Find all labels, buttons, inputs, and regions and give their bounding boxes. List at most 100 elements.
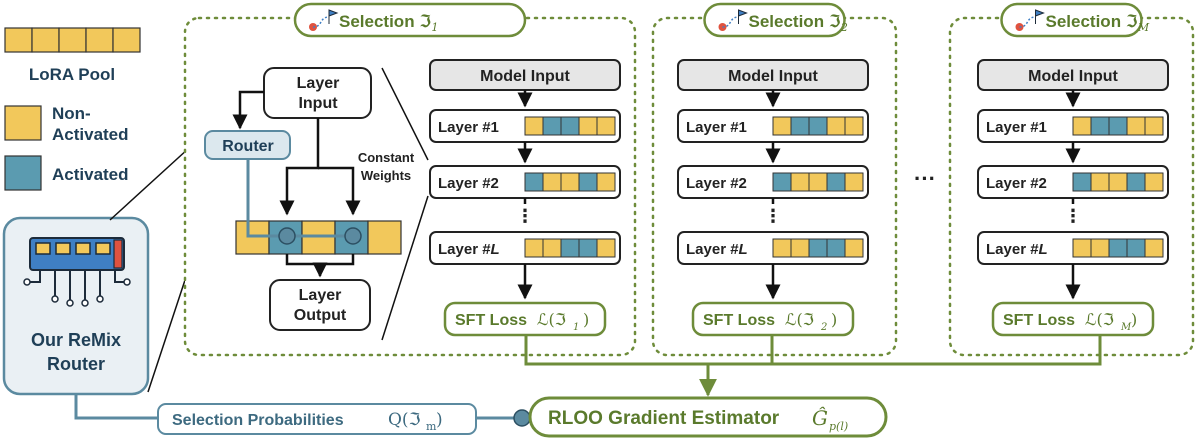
lora-cell (1126, 116, 1146, 136)
layer-label: Layer #1 (438, 119, 499, 136)
lora-cell (1072, 116, 1092, 136)
lora-cell (772, 238, 792, 258)
sft-loss-sub: 1 (573, 322, 579, 333)
router-detail-label: Router (222, 138, 274, 155)
lora-cell (1090, 172, 1110, 192)
lora-cell (560, 116, 580, 136)
router-device-icon (23, 237, 131, 307)
sft-loss-sub: M (1120, 322, 1132, 333)
selection-title-sub: M (1137, 21, 1150, 34)
model-input-label: Model Input (728, 68, 818, 85)
lora-cell (790, 172, 810, 192)
sft-loss-label: SFT Loss (703, 312, 775, 329)
remix-router-panel: Our ReMix Router (2, 216, 150, 396)
lora-cell (560, 172, 580, 192)
lora-cell (542, 172, 562, 192)
layer-label: Layer #L (686, 241, 748, 258)
sft-loss-sub: 2 (820, 322, 827, 333)
selection-title: Selection ℑ (339, 12, 431, 31)
model-input-label: Model Input (1028, 68, 1118, 85)
constant-weights-label-1: Constant (358, 150, 415, 165)
sft-loss-math: ℒ(ℑ (785, 310, 814, 329)
rloo-estimator-box (528, 396, 888, 438)
layer-label: Layer #2 (986, 175, 1047, 192)
lora-pool-icon (4, 27, 141, 53)
lora-cell (524, 172, 544, 192)
layer-row-l: Layer #L (677, 231, 869, 265)
lora-cell (826, 172, 846, 192)
lora-cell (1072, 238, 1092, 258)
lora-cell (596, 238, 616, 258)
lora-cell (1090, 116, 1110, 136)
lora-cell (772, 172, 792, 192)
layer-row-1: Layer #1 (429, 109, 621, 143)
lora-cell (524, 116, 544, 136)
rloo-estimator-label: RLOO Gradient Estimator (548, 408, 780, 429)
lora-cell (844, 172, 864, 192)
lora-cell (542, 238, 562, 258)
layer-row-1: Layer #1 (977, 109, 1169, 143)
sft-loss-box (443, 301, 607, 337)
selection-title-pill (293, 2, 527, 38)
layer-label: Layer #1 (986, 119, 1047, 136)
layer-label: Layer #2 (438, 175, 499, 192)
selection-title-sub: 2 (840, 21, 848, 34)
layer-row-1: Layer #1 (677, 109, 869, 143)
layer-output-label-2: Output (294, 307, 347, 324)
lora-cell (844, 116, 864, 136)
vertical-ellipsis: ⋮ (764, 206, 782, 226)
router-label-2: Router (47, 354, 105, 374)
lora-cell (826, 238, 846, 258)
router-label-1: Our ReMix (31, 330, 121, 350)
lora-cell (772, 116, 792, 136)
non-activated-label-2: Activated (52, 125, 129, 144)
sft-loss-close: ) (1131, 310, 1137, 329)
lora-cell (596, 116, 616, 136)
lora-cell (1126, 238, 1146, 258)
lora-cell (560, 238, 580, 258)
sft-loss-math: ℒ(ℑ (1085, 310, 1114, 329)
lora-pool-label: LoRA Pool (29, 65, 115, 84)
lora-cell (808, 116, 828, 136)
lora-cell (542, 116, 562, 136)
lora-cell (1108, 172, 1128, 192)
lora-cell (790, 238, 810, 258)
selection-title-sub: 1 (431, 21, 438, 34)
router-detail: Layer Input Router Layer Output Constant… (204, 67, 415, 331)
sft-loss-box (691, 301, 855, 337)
lora-cell (578, 172, 598, 192)
lora-cell (1144, 238, 1164, 258)
sft-loss-math: ℒ(ℑ (537, 310, 566, 329)
lora-cell (578, 116, 598, 136)
bottom-flow: Selection Probabilities Q(ℑ m ) RLOO Gra… (74, 336, 1102, 438)
lora-cell (826, 116, 846, 136)
route-flag-icon (718, 9, 748, 31)
lora-cell (596, 172, 616, 192)
layer-row-l: Layer #L (977, 231, 1169, 265)
selection-probabilities-label: Selection Probabilities (172, 412, 344, 429)
vertical-ellipsis: ⋮ (516, 206, 534, 226)
lora-cell (844, 238, 864, 258)
layer-row-l: Layer #L (429, 231, 621, 265)
layer-label: Layer #2 (686, 175, 747, 192)
sft-loss-close: ) (831, 310, 837, 329)
panels-ellipsis: ··· (914, 166, 936, 191)
lora-cell (808, 238, 828, 258)
layer-label: Layer #1 (686, 119, 747, 136)
route-flag-icon (309, 9, 339, 31)
model-input-label: Model Input (480, 68, 570, 85)
constant-weights-label-2: Weights (361, 168, 411, 183)
sft-loss-box (991, 301, 1155, 337)
route-flag-icon (1015, 9, 1045, 31)
lora-cell (1126, 172, 1146, 192)
non-activated-swatch (4, 105, 42, 141)
layer-label: Layer #L (986, 241, 1048, 258)
rloo-gradient-math: Ĝ (812, 405, 828, 430)
sft-loss-label: SFT Loss (1003, 312, 1075, 329)
legend: LoRA Pool Non- Activated Activated (4, 27, 141, 191)
selection-probabilities-box (157, 403, 477, 435)
layer-label: Layer #L (438, 241, 500, 258)
